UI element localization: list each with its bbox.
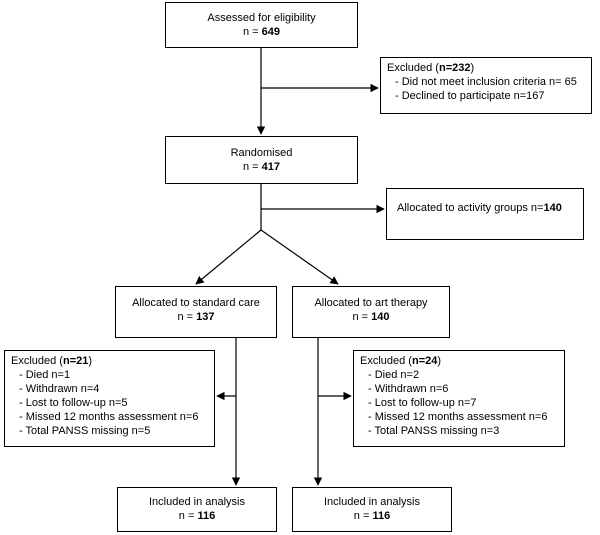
activity-label: Allocated to activity groups n=140 [397,202,562,214]
standard-care-box: Allocated to standard care n = 137 [115,286,277,338]
assessed-label: Assessed for eligibility [207,12,316,24]
activity-box: Allocated to activity groups n=140 [386,188,584,240]
analysis-right-label: Included in analysis [323,496,420,508]
analysis-right-box: Included in analysis n = 116 [292,487,452,532]
randomised-label: Randomised [230,147,293,159]
excluded-right-item: - Total PANSS missing n=3 [368,425,500,437]
excluded-top-box: Excluded (n=232) - Did not meet inclusio… [380,57,592,114]
excluded-left-item: - Withdrawn n=4 [19,383,100,395]
analysis-left-count: n = 116 [178,510,216,522]
excluded-left-box: Excluded (n=21) - Died n=1 - Withdrawn n… [4,350,215,447]
excluded-right-item: - Died n=2 [368,369,420,381]
connector-to-standard-care [195,229,262,285]
assessed-count: n = 649 [242,26,280,38]
excluded-top-item: - Did not meet inclusion criteria n= 65 [395,76,577,88]
excluded-left-item: - Lost to follow-up n=5 [19,397,128,409]
excluded-left-item: - Died n=1 [19,369,71,381]
excluded-top-item: - Declined to participate n=167 [395,90,545,102]
connector-to-art-therapy [260,229,339,285]
excluded-left-item: - Total PANSS missing n=5 [19,425,151,437]
randomised-box: Randomised n = 417 [165,136,358,184]
excluded-left-title: Excluded (n=21) [11,355,93,367]
excluded-right-title: Excluded (n=24) [360,355,442,367]
excluded-right-item: - Lost to follow-up n=7 [368,397,477,409]
standard-care-count: n = 137 [177,311,215,323]
randomised-count: n = 417 [242,161,280,173]
standard-care-label: Allocated to standard care [132,297,260,309]
excluded-right-item: - Withdrawn n=6 [368,383,449,395]
assessed-box: Assessed for eligibility n = 649 [165,2,358,48]
excluded-right-item: - Missed 12 months assessment n=6 [368,411,548,423]
analysis-right-count: n = 116 [353,510,391,522]
analysis-left-box: Included in analysis n = 116 [117,487,277,532]
art-therapy-count: n = 140 [352,311,390,323]
excluded-top-title: Excluded (n=232) [387,62,475,74]
excluded-left-item: - Missed 12 months assessment n=6 [19,411,199,423]
analysis-left-label: Included in analysis [148,496,245,508]
art-therapy-box: Allocated to art therapy n = 140 [292,286,450,338]
excluded-right-box: Excluded (n=24) - Died n=2 - Withdrawn n… [353,350,565,447]
art-therapy-label: Allocated to art therapy [314,297,428,309]
